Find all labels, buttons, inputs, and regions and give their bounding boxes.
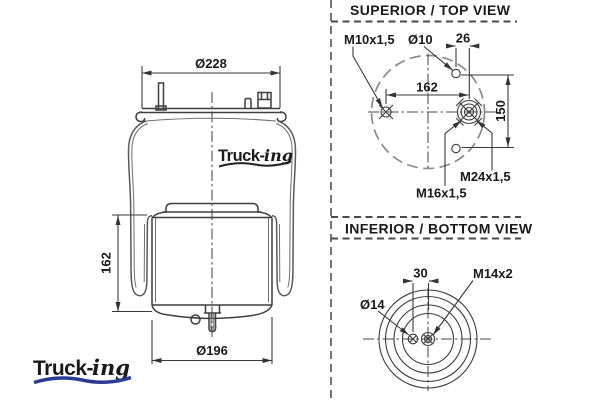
dim-label-stud-offset: 30: [413, 266, 427, 281]
watermark-text-primary: Truck-: [218, 147, 265, 165]
logo-text-secondary: ing: [92, 355, 130, 380]
dimension-stud-offset: 30: [403, 266, 439, 332]
dimension-height: 162: [99, 214, 152, 313]
side-view: Ø228: [33, 56, 297, 385]
callout-bottom-hole-diameter: Ø14: [360, 297, 410, 336]
dim-label-top-diameter: Ø228: [195, 56, 227, 71]
center-fitting: [456, 99, 482, 125]
fitting-m14: [420, 331, 436, 347]
callout-stud-thread: M10x1,5: [344, 32, 395, 108]
dimension-hole-spacing: 150: [461, 74, 514, 149]
stud-boss: [204, 305, 221, 314]
watermark: Truck- ing: [218, 146, 293, 168]
callout-hole-diameter: Ø10: [408, 32, 454, 71]
top-view: SUPERIOR / TOP VIEW M10x1,5 Ø10: [331, 2, 517, 201]
dimension-stud-to-center: 162: [385, 80, 469, 104]
piston: [151, 202, 273, 333]
top-view-header: SUPERIOR / TOP VIEW: [350, 2, 511, 18]
bellows: [127, 120, 297, 297]
dim-label-hole-spacing: 150: [493, 100, 508, 122]
label-bottom-hole-diameter: Ø14: [360, 297, 385, 312]
brand-logo: Truck- ing: [33, 355, 132, 385]
dim-label-hole-offset: 26: [456, 31, 470, 46]
logo-swoosh: [33, 375, 132, 385]
label-center-thread: M14x2: [473, 266, 513, 281]
dimension-bottom-diameter: Ø196: [151, 317, 273, 364]
bottom-view-features: [407, 331, 436, 347]
mounting-stud: [155, 82, 167, 111]
logo-text-primary: Truck-: [33, 357, 94, 380]
label-outer-thread: M24x1,5: [460, 169, 511, 184]
watermark-swoosh: [218, 160, 292, 168]
bottom-stud: [208, 313, 217, 333]
bottom-view: INFERIOR / BOTTOM VIEW 30 M14x2: [331, 216, 533, 391]
callout-outer-thread: M24x1,5: [460, 120, 511, 184]
left-bead-curl: [135, 111, 146, 123]
small-port: [244, 97, 252, 108]
hole-o14: [407, 333, 419, 345]
dim-label-bottom-diameter: Ø196: [196, 343, 228, 358]
hole-bottom: [451, 143, 461, 154]
right-bead-curl: [276, 111, 287, 123]
callout-inner-thread: M16x1,5: [416, 120, 467, 201]
dim-label-stud-to-center: 162: [416, 80, 438, 95]
top-view-centerlines: [368, 54, 497, 170]
callout-center-thread: M14x2: [432, 266, 513, 336]
bottom-boss: [190, 314, 201, 325]
label-hole-diameter: Ø10: [408, 32, 433, 47]
air-fitting-block: [257, 91, 272, 109]
stud-m10: [380, 106, 392, 118]
label-inner-thread: M16x1,5: [416, 186, 467, 201]
bottom-view-header: INFERIOR / BOTTOM VIEW: [345, 221, 533, 237]
dimension-hole-offset: 26: [446, 31, 480, 99]
dimension-top-diameter: Ø228: [141, 56, 281, 108]
dim-label-height: 162: [99, 252, 114, 274]
watermark-text-secondary: ing: [264, 146, 293, 165]
label-stud-thread: M10x1,5: [344, 32, 395, 47]
top-plate: [135, 82, 287, 123]
hole-top: [451, 68, 461, 79]
top-view-features: [378, 68, 483, 154]
